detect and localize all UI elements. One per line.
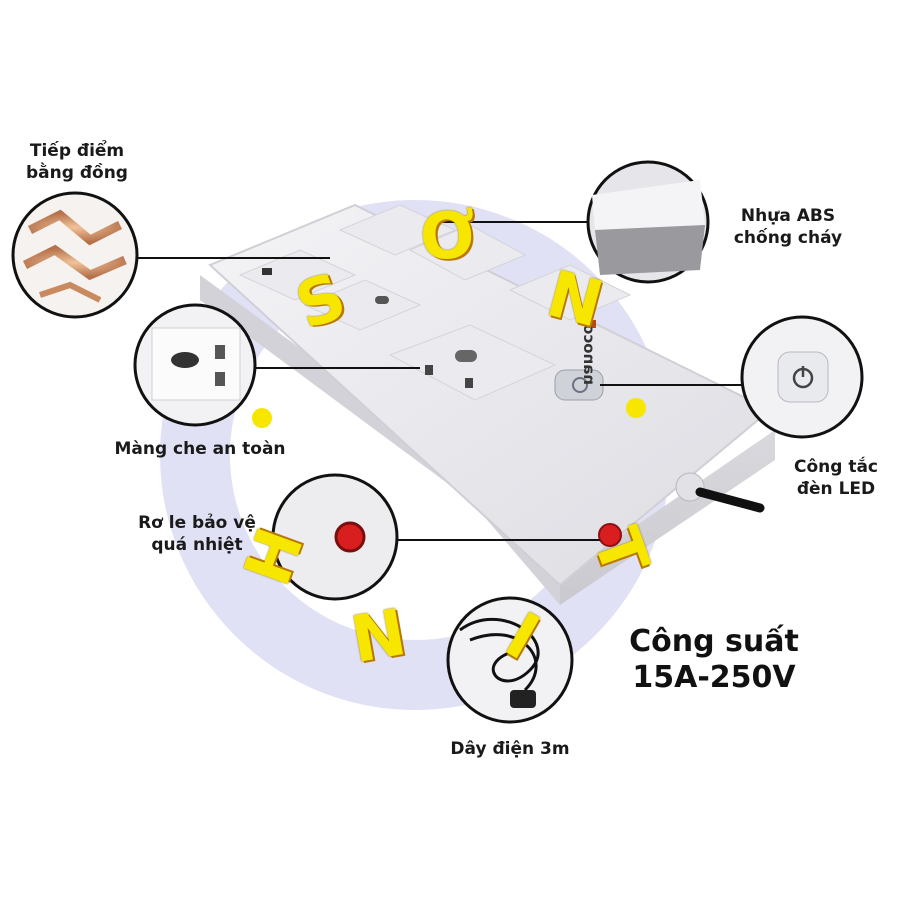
inset-led-switch [740,315,864,439]
label-abs-plastic: Nhựa ABS chống cháy [718,205,858,249]
label-line: Nhựa ABS [740,206,836,226]
label-line: Công tắc [793,457,879,477]
label-led-switch: Công tắc đèn LED [776,456,896,500]
label-line: quá nhiệt [151,535,243,555]
label-line: Màng che an toàn [114,439,286,459]
watermark-letter: N [345,595,412,679]
power-strip [200,203,775,605]
power-line: 15A-250V [632,660,796,695]
marker-dot [626,398,646,418]
power-rating: Công suất 15A-250V [614,624,814,696]
label-copper-contacts: Tiếp điểm bằng đồng [12,140,142,184]
power-line: Công suất [629,624,799,659]
label-line: đèn LED [796,479,876,499]
watermark-letter: Ơ [416,197,480,277]
inset-cable [446,596,574,724]
label-line: chống cháy [733,228,843,248]
leader-lines [138,221,742,541]
inset-abs-plastic [586,160,710,284]
inset-safety-shutter [133,303,257,427]
label-safety-shutter: Màng che an toàn [100,438,300,460]
inset-copper-contacts [11,191,139,319]
label-line: bằng đồng [26,163,128,183]
label-line: Rơ le bảo vệ [138,513,256,533]
label-thermal-relay: Rơ le bảo vệ quá nhiệt [122,512,272,556]
inset-thermal-relay [271,473,399,601]
marker-dot [252,408,272,428]
label-line: Tiếp điểm [29,141,125,161]
label-line: Dây điện 3m [450,739,570,759]
label-cable: Dây điện 3m [440,738,580,760]
